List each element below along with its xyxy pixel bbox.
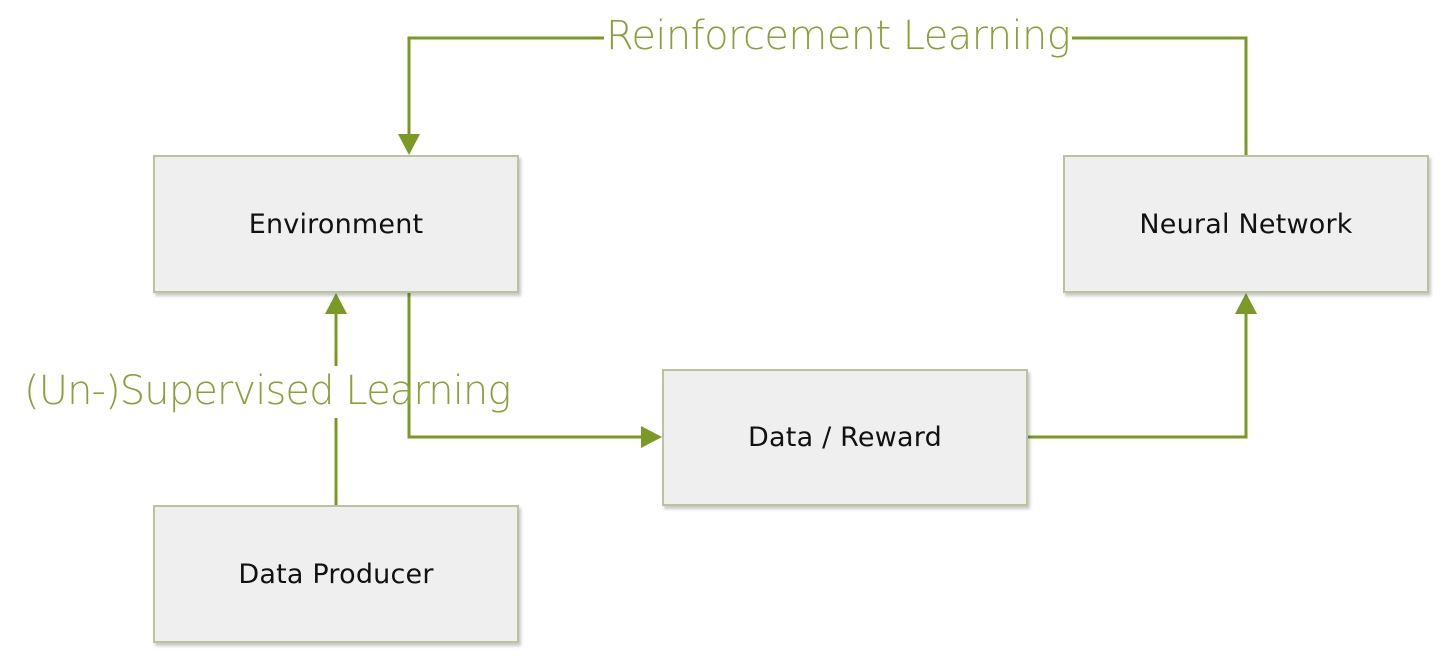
reinforcement-learning-label: Reinforcement Learning xyxy=(604,13,1073,59)
arrowhead-into-data-reward xyxy=(641,426,662,448)
data-reward-label: Data / Reward xyxy=(748,422,942,453)
label-gap xyxy=(330,366,342,418)
data-reward-node: Data / Reward xyxy=(662,369,1028,506)
environment-label: Environment xyxy=(248,208,424,240)
neural-network-node: Neural Network xyxy=(1063,155,1429,293)
arrowhead-into-environment-bottom xyxy=(325,293,347,314)
arrowhead-into-environment xyxy=(398,134,420,155)
arrowhead-into-neural-network xyxy=(1235,293,1257,314)
data-producer-label: Data Producer xyxy=(238,558,434,590)
data-producer-node: Data Producer xyxy=(153,505,519,643)
supervised-learning-label: (Un-)Supervised Learning xyxy=(24,368,511,414)
environment-node: Environment xyxy=(153,155,519,293)
arrow-environment-to-data xyxy=(407,293,643,439)
neural-network-label: Neural Network xyxy=(1139,208,1353,240)
arrow-data-to-neural xyxy=(1028,312,1248,439)
